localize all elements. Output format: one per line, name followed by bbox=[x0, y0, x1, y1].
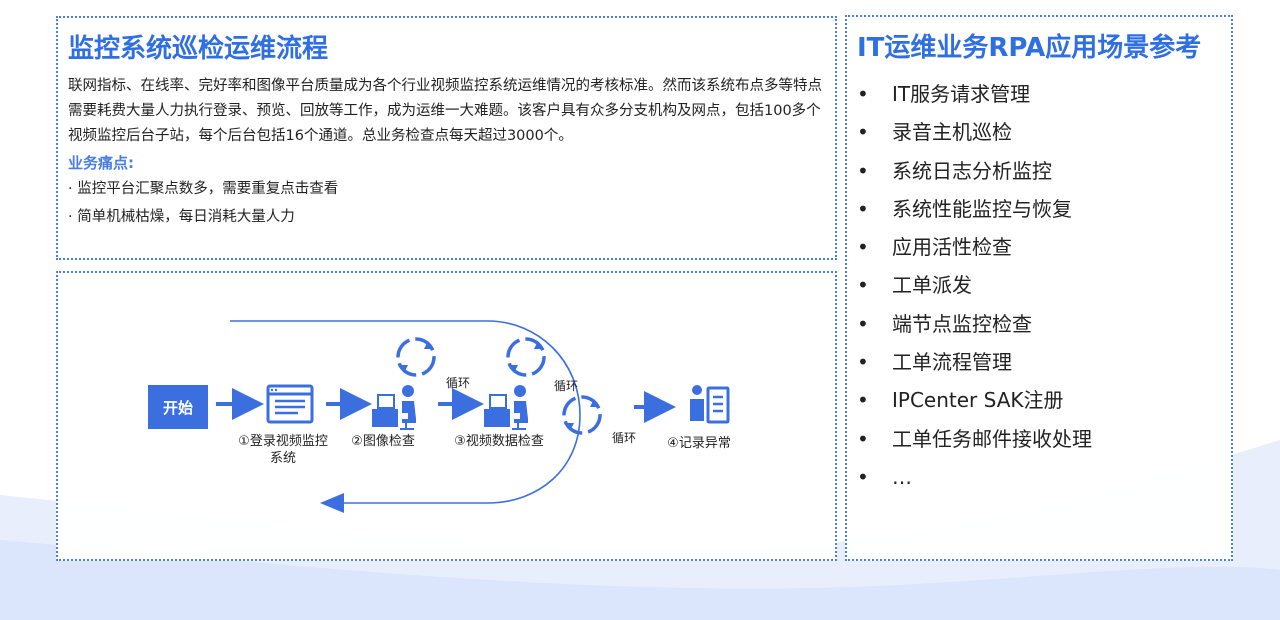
flow-diagram-panel: 开始 ①登录视频监控系统 ②图像检查 ③视频数据检查 ④记录异常 循环 循环 循… bbox=[56, 271, 837, 561]
list-item-label: IT服务请求管理 bbox=[892, 82, 1031, 106]
list-item: • 应用活性检查 bbox=[857, 228, 1221, 266]
list-item: •… bbox=[857, 458, 1221, 496]
rpa-list: • IT服务请求管理 • 录音主机巡检 • 系统日志分析监控 • 系统性能监控与恢复 •… bbox=[857, 75, 1221, 496]
start-button[interactable]: 开始 bbox=[148, 385, 208, 429]
list-item-label: 系统性能监控与恢复 bbox=[892, 196, 1072, 221]
list-item: • 系统性能监控与恢复 bbox=[857, 190, 1221, 228]
person-at-computer-icon bbox=[372, 385, 416, 430]
bullet: • bbox=[857, 388, 869, 413]
step-label-login: ①登录视频监控系统 bbox=[238, 434, 328, 466]
cycle-arrows-icon bbox=[396, 337, 436, 377]
list-item-label: 应用活性检查 bbox=[892, 235, 1012, 260]
list-item: • IT服务请求管理 bbox=[857, 75, 1221, 113]
bullet: • bbox=[857, 464, 869, 489]
bullet: • bbox=[857, 158, 869, 183]
list-item-label: 录音主机巡检 bbox=[892, 120, 1012, 145]
list-item-label: 工单派发 bbox=[892, 273, 972, 298]
monitor-description: 联网指标、在线率、完好率和图像平台质量成为各个行业视频监控系统运维情况的考核标准… bbox=[68, 78, 822, 144]
return-arrow-head-icon bbox=[320, 493, 344, 513]
pain-point: · 监控平台汇聚点数多，需要重复点击查看 bbox=[68, 181, 339, 197]
step-label-image-check: ②图像检查 bbox=[351, 434, 415, 449]
loop-label: 循环 bbox=[446, 376, 471, 390]
pain-title: 业务痛点: bbox=[68, 154, 134, 172]
pain-point: · 简单机械枯燥，每日消耗大量人力 bbox=[68, 209, 295, 225]
cycle-arrows-icon bbox=[562, 395, 602, 435]
list-item: • 端节点监控检查 bbox=[857, 305, 1221, 343]
rpa-title: IT运维业务RPA应用场景参考 bbox=[857, 33, 1202, 63]
monitor-title: 监控系统巡检运维流程 bbox=[68, 34, 329, 64]
bullet: • bbox=[857, 426, 869, 451]
list-item: • 系统日志分析监控 bbox=[857, 152, 1221, 190]
bullet: • bbox=[857, 273, 869, 298]
bullet: • bbox=[857, 311, 869, 336]
browser-window-icon bbox=[266, 384, 314, 424]
loop-label: 循环 bbox=[612, 431, 637, 445]
cycle-arrows-icon bbox=[506, 337, 546, 377]
list-item-label: … bbox=[892, 464, 912, 489]
rpa-scenarios-panel: IT运维业务RPA应用场景参考 • IT服务请求管理 • 录音主机巡检 • 系统日志分… bbox=[845, 15, 1233, 561]
bullet: • bbox=[857, 196, 869, 221]
list-item-label: IPCenter SAK注册 bbox=[892, 388, 1064, 413]
return-loop-arrow bbox=[230, 320, 581, 504]
list-item-label: 工单流程管理 bbox=[892, 350, 1012, 375]
bullet: • bbox=[857, 350, 869, 375]
list-item: • 工单流程管理 bbox=[857, 343, 1221, 381]
loop-label: 循环 bbox=[554, 379, 579, 393]
list-item-label: 系统日志分析监控 bbox=[892, 158, 1052, 183]
bullet: • bbox=[857, 235, 869, 260]
list-item: • 工单派发 bbox=[857, 266, 1221, 304]
bullet: • bbox=[857, 82, 869, 106]
step-label-record: ④记录异常 bbox=[667, 436, 731, 451]
flow-diagram bbox=[216, 320, 730, 513]
list-item-label: 工单任务邮件接收处理 bbox=[892, 426, 1092, 451]
list-item: • 录音主机巡检 bbox=[857, 113, 1221, 151]
list-item: • 工单任务邮件接收处理 bbox=[857, 420, 1221, 458]
person-document-icon bbox=[690, 385, 730, 424]
list-item: • IPCenter SAK注册 bbox=[857, 381, 1221, 419]
bullet: • bbox=[857, 120, 869, 145]
step-label-video-check: ③视频数据检查 bbox=[454, 434, 544, 449]
person-at-computer-icon bbox=[484, 385, 528, 430]
list-item-label: 端节点监控检查 bbox=[892, 311, 1032, 336]
monitor-description-panel: 监控系统巡检运维流程 联网指标、在线率、完好率和图像平台质量成为各个行业视频监控… bbox=[56, 16, 837, 260]
